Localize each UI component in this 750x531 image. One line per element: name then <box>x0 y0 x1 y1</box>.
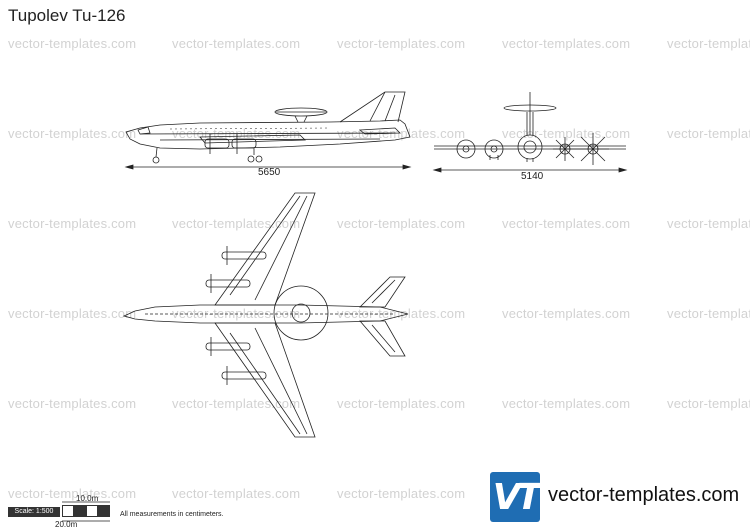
scale-label: Scale: 1:500 <box>8 507 60 517</box>
scale-mark-top: 10.0m <box>76 494 99 503</box>
watermark: vector-templates.com <box>502 216 631 231</box>
watermark: vector-templates.com <box>172 486 301 501</box>
logo-mark: VT <box>492 476 541 518</box>
watermark: vector-templates.com <box>337 306 466 321</box>
side-view <box>124 91 412 170</box>
front-propellers <box>553 133 609 165</box>
watermark: vector-templates.com <box>502 396 631 411</box>
top-view <box>122 192 409 438</box>
side-engines <box>204 134 257 154</box>
watermark: vector-templates.com <box>337 396 466 411</box>
top-tailplane-lower <box>359 320 406 357</box>
top-radome <box>273 285 329 341</box>
watermark: vector-templates.com <box>667 396 750 411</box>
watermark: vector-templates.com <box>172 36 301 51</box>
vector-templates-logo[interactable]: VT <box>490 472 541 522</box>
scale-bar-graphic <box>62 501 110 522</box>
scale-mark-bottom: 20.0m <box>55 520 78 529</box>
front-fuselage <box>517 134 543 160</box>
watermark: vector-templates.com <box>337 36 466 51</box>
watermark: vector-templates.com <box>8 396 137 411</box>
watermark: vector-templates.com <box>8 486 137 501</box>
watermark: vector-templates.com <box>502 126 631 141</box>
watermark: vector-templates.com <box>667 306 750 321</box>
watermark: vector-templates.com <box>8 216 137 231</box>
watermark: vector-templates.com <box>667 126 750 141</box>
watermark-row: vector-templates.com vector-templates.co… <box>0 36 750 52</box>
side-landing-gear <box>152 147 263 164</box>
scale-segment <box>74 505 86 517</box>
top-wing-upper <box>214 192 316 306</box>
scale-segment <box>62 505 74 517</box>
top-engines <box>205 246 267 385</box>
watermark: vector-templates.com <box>667 36 750 51</box>
front-view <box>432 92 628 173</box>
watermark: vector-templates.com <box>172 396 301 411</box>
watermark: vector-templates.com <box>502 36 631 51</box>
watermark: vector-templates.com <box>337 486 466 501</box>
watermark-row: vector-templates.com vector-templates.co… <box>0 216 750 232</box>
side-fuselage <box>125 119 411 150</box>
front-span-label: 5140 <box>521 171 544 182</box>
side-radome <box>274 107 328 117</box>
side-length-label: 5650 <box>258 167 281 178</box>
scale-segment <box>86 505 98 517</box>
watermark: vector-templates.com <box>667 216 750 231</box>
watermark: vector-templates.com <box>8 126 137 141</box>
logo-text[interactable]: vector-templates.com <box>548 484 740 506</box>
watermark: vector-templates.com <box>172 306 301 321</box>
front-engines <box>456 139 504 159</box>
watermark: vector-templates.com <box>172 216 301 231</box>
watermark: vector-templates.com <box>8 36 137 51</box>
page-title: Tupolev Tu-126 <box>8 6 126 25</box>
measurement-note: All measurements in centimeters. <box>120 511 224 518</box>
watermark: vector-templates.com <box>8 306 137 321</box>
top-wing-lower <box>214 322 316 438</box>
side-wing <box>199 134 306 144</box>
watermark-row: vector-templates.com vector-templates.co… <box>0 306 750 322</box>
top-fuselage <box>122 304 409 324</box>
watermark-row: vector-templates.com vector-templates.co… <box>0 486 750 502</box>
scale-segment <box>98 505 110 517</box>
watermark-row: vector-templates.com vector-templates.co… <box>0 396 750 412</box>
watermark: vector-templates.com <box>502 306 631 321</box>
watermark: vector-templates.com <box>337 216 466 231</box>
side-tail-fin <box>339 91 406 123</box>
top-tailplane-upper <box>359 276 406 308</box>
scale-bar <box>62 505 110 517</box>
